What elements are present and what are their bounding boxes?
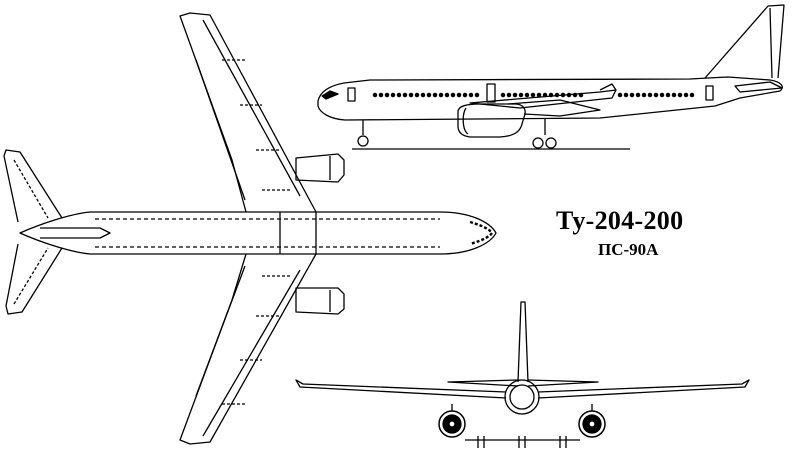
plan-engine-upper bbox=[296, 154, 344, 182]
side-engine bbox=[458, 104, 525, 137]
plan-fuselage bbox=[20, 212, 496, 254]
plan-stab-upper bbox=[4, 150, 62, 222]
side-fuselage bbox=[318, 77, 782, 120]
page-subtitle: ПС-90А bbox=[598, 240, 659, 259]
plan-stab-lower bbox=[6, 244, 62, 314]
front-fin bbox=[518, 302, 528, 382]
plan-wing-upper bbox=[180, 13, 316, 212]
plan-view bbox=[4, 13, 496, 444]
front-view bbox=[296, 302, 749, 448]
side-fin bbox=[705, 5, 784, 78]
front-wing-left bbox=[296, 380, 506, 398]
plan-engine-lower bbox=[296, 288, 344, 314]
page-title: Ту-204-200 bbox=[556, 206, 684, 235]
front-fuselage bbox=[505, 380, 539, 414]
side-windows bbox=[373, 93, 693, 96]
plan-wing-lower bbox=[180, 254, 316, 444]
front-wing-right bbox=[538, 380, 749, 398]
side-view bbox=[318, 5, 784, 149]
